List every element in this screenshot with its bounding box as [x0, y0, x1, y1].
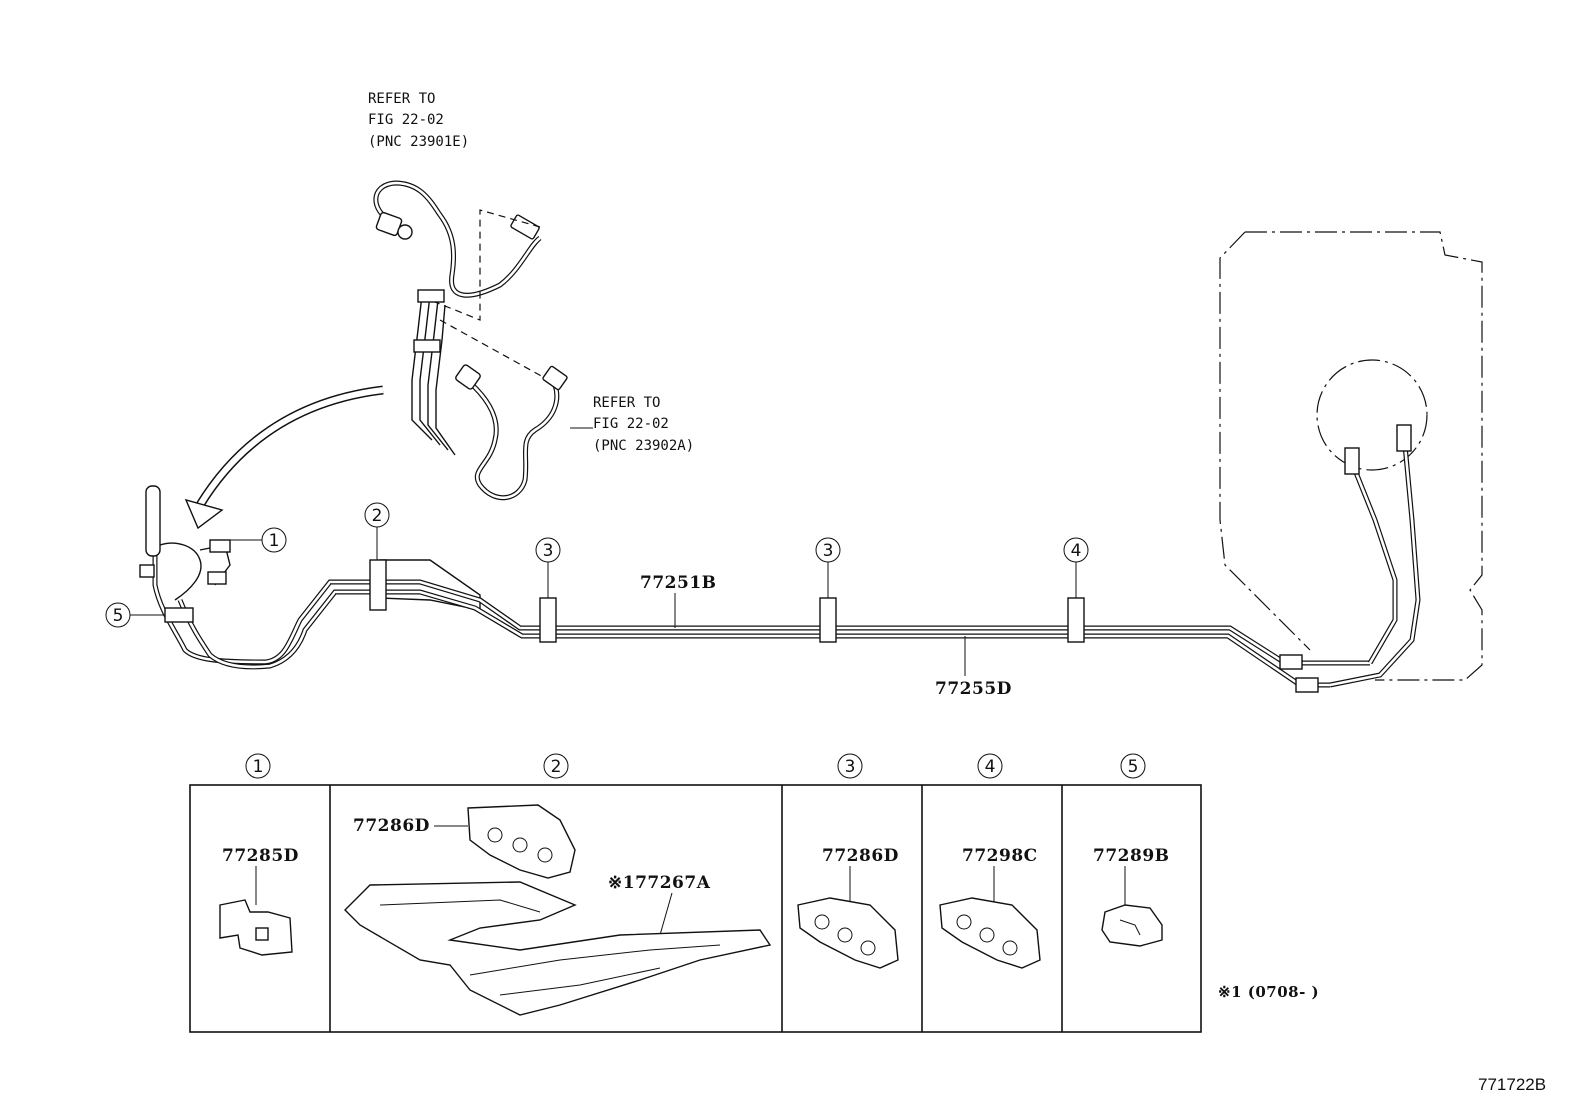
table-cell-2: 77286D ※177267A: [344, 804, 772, 1016]
engine-hose-assembly: [373, 180, 568, 501]
pipe-end-fitting-upper: [1279, 654, 1303, 670]
refer-lower-line-3: (PNC 23902A): [593, 438, 694, 454]
part-number-77286D-a: 77286D: [353, 816, 430, 836]
callout-3a: 3: [535, 537, 561, 598]
callout-2-label: 2: [372, 506, 383, 526]
table-cell-5: 77289B: [1093, 846, 1170, 947]
callout-4: 4: [1063, 537, 1089, 598]
production-date-note: ※1 (0708- ): [1218, 983, 1319, 1001]
table-header-2: 2: [543, 753, 569, 779]
table-header-5-label: 5: [1128, 757, 1139, 777]
refer-lower: REFER TO FIG 22-02 (PNC 23902A): [593, 395, 694, 454]
table-frame: [189, 784, 1202, 1033]
callout-3b: 3: [815, 537, 841, 598]
table-cell-1: 77285D: [219, 846, 299, 956]
parts-table: 1 2 3 4 5 77285D: [189, 753, 1202, 1033]
part-number-77298C: 77298C: [962, 846, 1038, 866]
clamp-2-on-pipe: [369, 559, 387, 611]
refer-upper-line-1: REFER TO: [368, 91, 435, 107]
callout-3b-label: 3: [823, 541, 834, 561]
detail-arrow: [184, 385, 384, 530]
callout-1-label: 1: [269, 531, 280, 551]
table-header-5: 5: [1120, 753, 1146, 779]
hose-nut-upper: [397, 224, 413, 240]
clamp-4-on-pipe: [1067, 597, 1085, 643]
tank-fitting-left: [1344, 447, 1360, 475]
pipe-joint-left: [139, 564, 155, 578]
clamp-77289B-drawing: [1101, 904, 1163, 947]
pipe-label-return: 77255D: [935, 679, 1012, 699]
protector-77267A-drawing: [344, 881, 772, 1016]
table-cell-4: 77298C: [939, 846, 1041, 969]
table-header-3: 3: [837, 753, 863, 779]
pipe-end-left-vertical: [145, 485, 161, 557]
callout-3a-label: 3: [543, 541, 554, 561]
hose-fitting-lower-right: [542, 365, 568, 391]
clamp-77286D-drawing: [467, 804, 576, 879]
table-cell-3: 77286D: [797, 846, 899, 969]
part-number-77289B: 77289B: [1093, 846, 1170, 866]
callout-5: 5: [105, 602, 165, 628]
hose-fitting-lower-left: [455, 364, 481, 390]
refer-upper: REFER TO FIG 22-02 (PNC 23901E): [368, 91, 469, 150]
table-header-4: 4: [977, 753, 1003, 779]
table-header-3-label: 3: [845, 757, 856, 777]
table-header-4-label: 4: [985, 757, 996, 777]
refer-lower-line-1: REFER TO: [593, 395, 660, 411]
clamp-5-body: [164, 607, 194, 623]
fuel-tank-outline: [1219, 231, 1483, 688]
refer-upper-line-3: (PNC 23901E): [368, 134, 469, 150]
refer-lower-line-2: FIG 22-02: [593, 416, 669, 432]
pipe-clamp-upper: [413, 339, 441, 353]
part-number-77285D: 77285D: [222, 846, 299, 866]
callout-2: 2: [364, 502, 390, 560]
pipe-label-main: 77251B: [640, 573, 717, 593]
hose-fitting-upper-right: [510, 214, 540, 240]
clamp-77285D-hole: [255, 927, 269, 941]
clamp-3b-on-pipe: [819, 597, 837, 643]
part-number-77267A: ※177267A: [608, 873, 711, 893]
pipe-end-bracket: [417, 289, 445, 303]
clamp-77286D-b-drawing: [797, 897, 899, 969]
part-number-77286D-b: 77286D: [822, 846, 899, 866]
table-header-1-label: 1: [253, 757, 264, 777]
callout-4-label: 4: [1071, 541, 1082, 561]
drawing-number: 771722B: [1478, 1075, 1546, 1094]
callout-1: 1: [230, 527, 287, 553]
tank-fitting-right: [1396, 424, 1412, 452]
refer-upper-line-2: FIG 22-02: [368, 112, 444, 128]
table-header-1: 1: [245, 753, 271, 779]
callout-5-label: 5: [113, 606, 124, 626]
table-header-2-label: 2: [551, 757, 562, 777]
pipe-end-fitting-lower: [1295, 677, 1319, 693]
fuel-pipe-run: [139, 485, 1370, 693]
clamp-1-body: [209, 539, 231, 553]
clamp-77298C-drawing: [939, 897, 1041, 969]
clamp-1-fitting: [207, 571, 227, 585]
clamp-3a-on-pipe: [539, 597, 557, 643]
